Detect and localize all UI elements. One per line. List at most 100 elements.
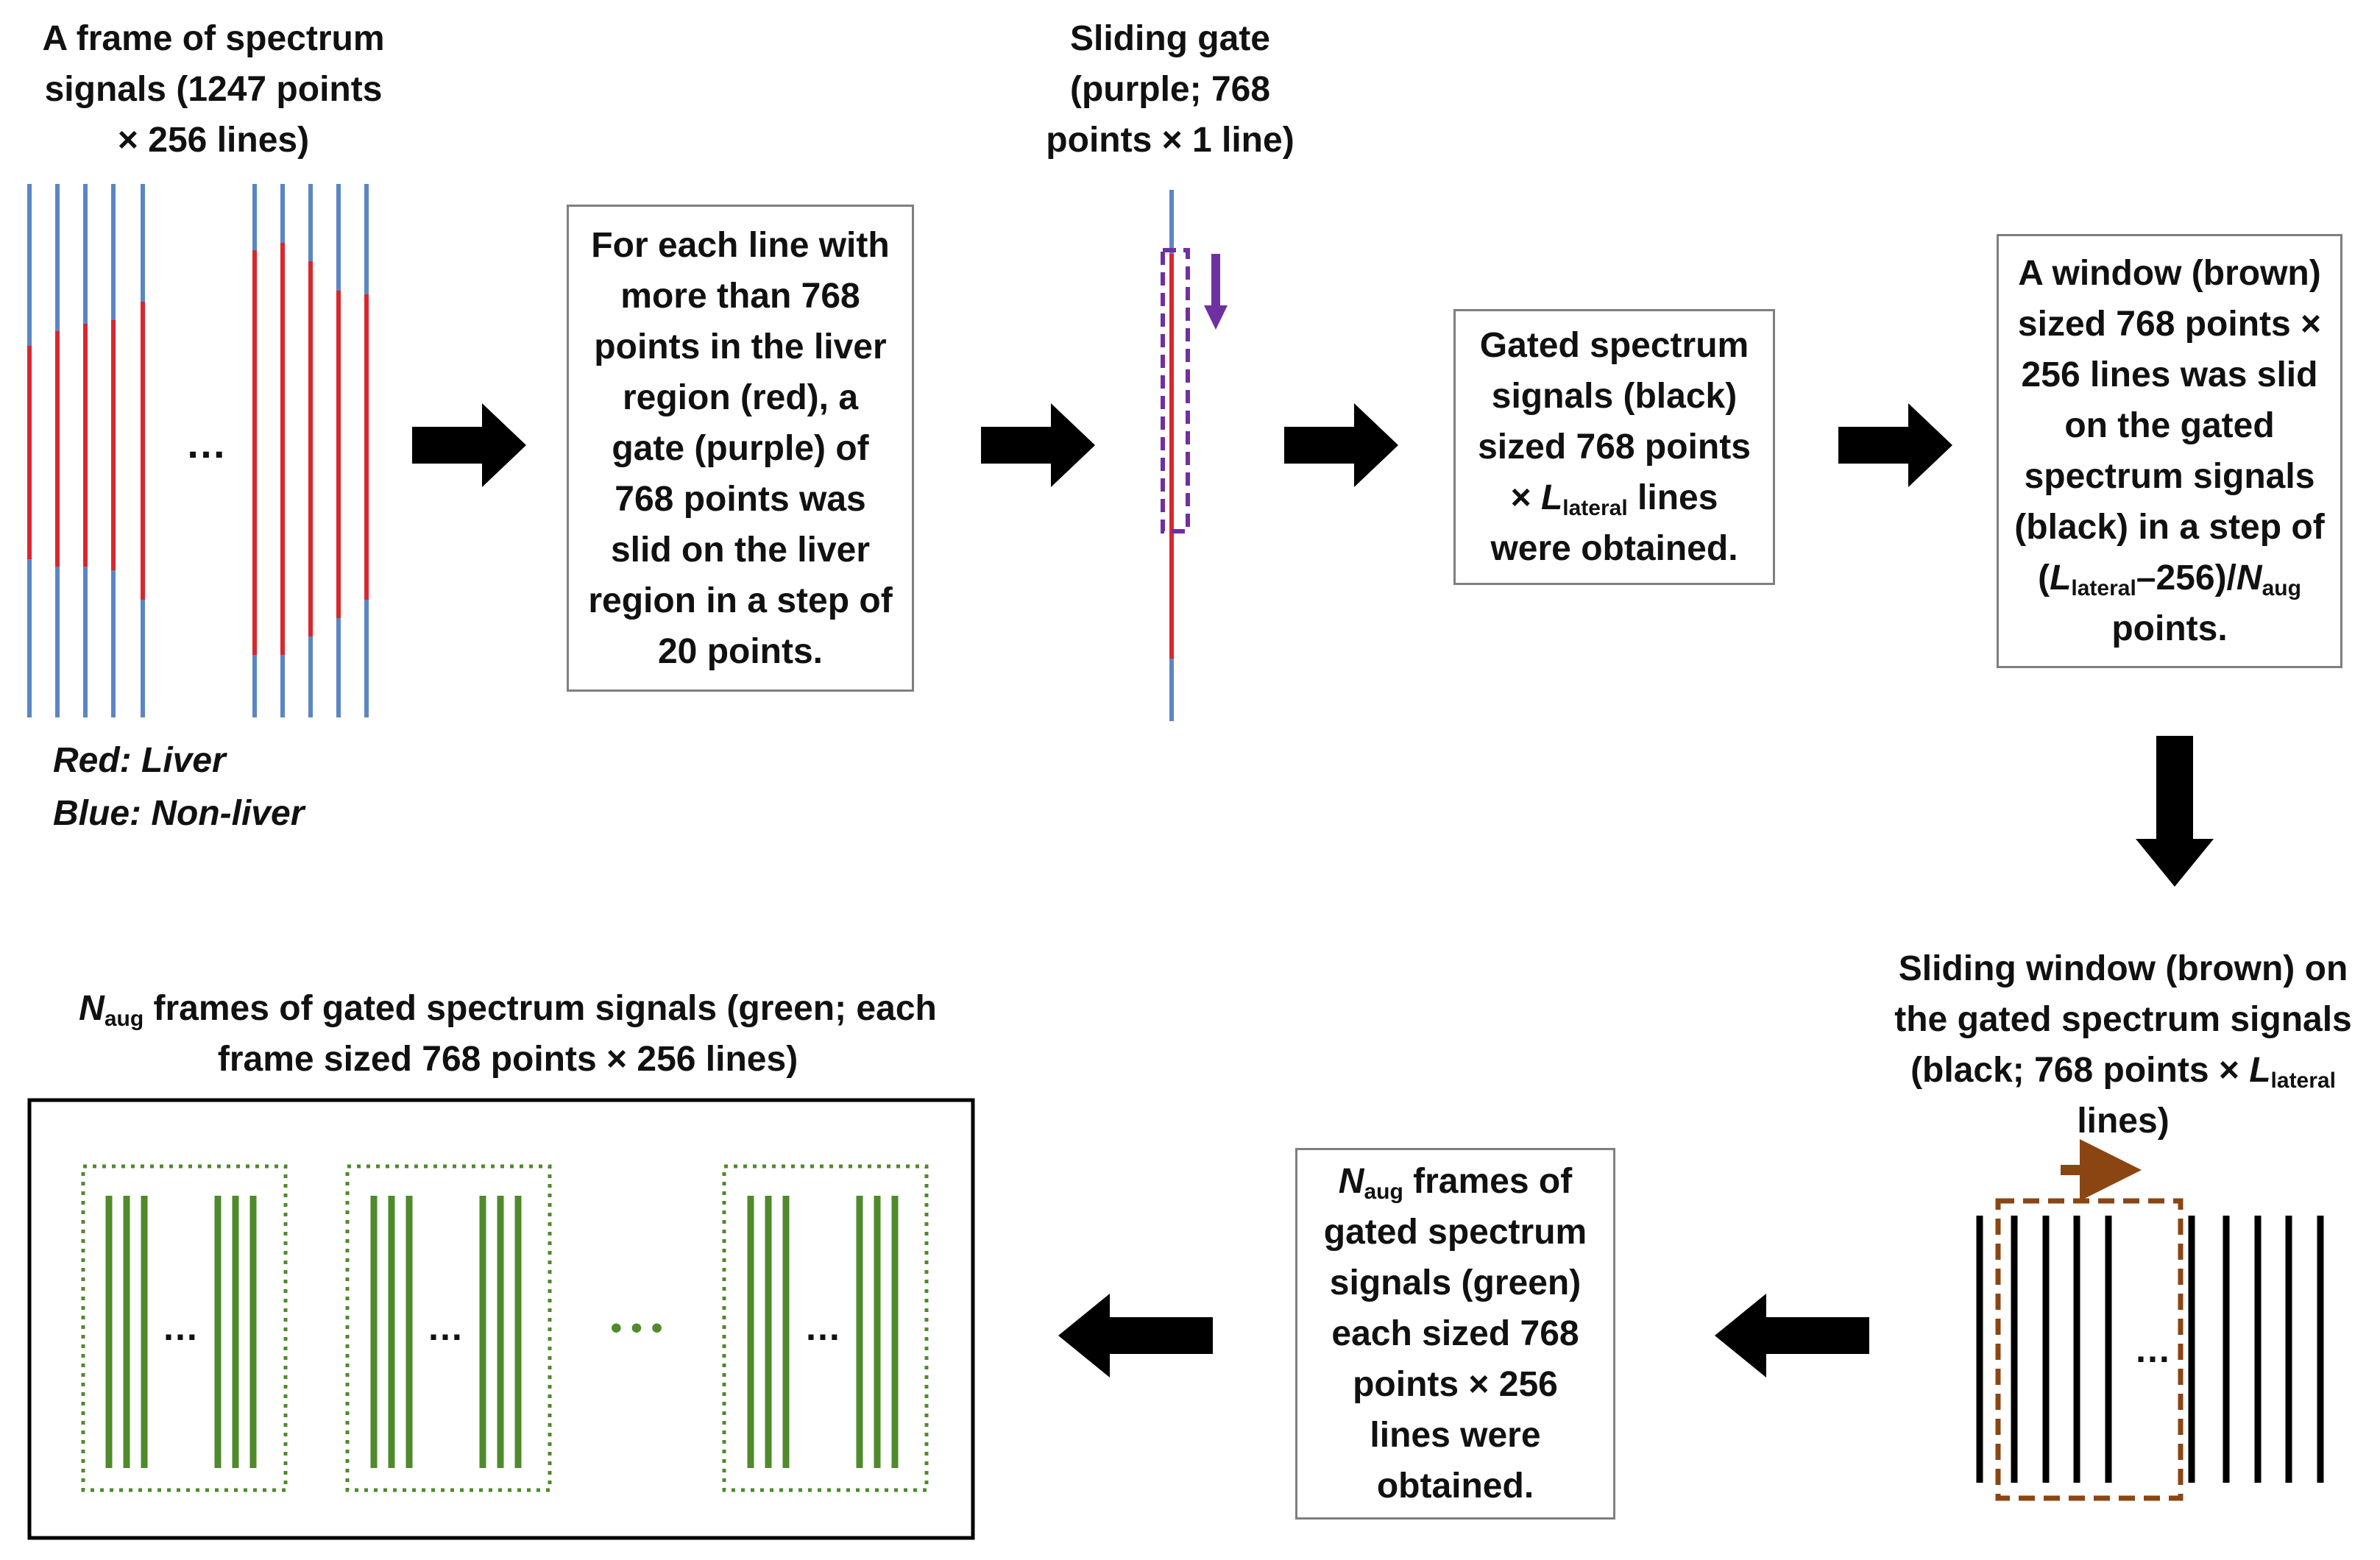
window-ellipsis: … — [2134, 1329, 2171, 1370]
title-line: A frame of spectrum — [42, 19, 385, 58]
green-frame-2 — [345, 1164, 552, 1492]
text-line: sized 768 points × — [2017, 305, 2322, 344]
gated-signals-box: Gated spectrum signals (black) sized 768… — [1453, 309, 1775, 585]
frame-ellipsis: … — [804, 1307, 841, 1348]
frames-of-word: frames of — [1413, 1162, 1573, 1201]
text-line: more than 768 — [620, 276, 860, 316]
text-line: sized 768 points — [1478, 428, 1751, 467]
text-line: Naug frames of — [1324, 1156, 1587, 1207]
down-arrow-icon — [2136, 736, 2214, 887]
title-line: (black; 768 points × Llateral — [1869, 1045, 2377, 1096]
title-line: signals (1247 points — [44, 70, 383, 109]
title-line: (purple; 768 — [1069, 70, 1271, 109]
text-line: points × 256 — [1353, 1365, 1558, 1404]
gate-description-text: For each line with more than 768 points … — [588, 220, 892, 677]
text-line: points. — [2111, 609, 2228, 648]
spectrum-frame-title: A frame of spectrum signals (1247 points… — [0, 13, 427, 166]
left-arrow-icon — [1715, 1294, 1869, 1378]
aug-subscript: aug — [104, 1007, 144, 1031]
text-line: region in a step of — [588, 581, 893, 620]
text-line: obtained. — [1376, 1467, 1534, 1506]
right-arrow-icon — [412, 403, 526, 487]
paren-open: ( — [2038, 559, 2050, 598]
brown-sliding-window — [1995, 1198, 2184, 1501]
text-line: 768 points was — [615, 479, 866, 519]
aug-subscript: aug — [2262, 576, 2301, 600]
text-line: gated spectrum — [1323, 1213, 1587, 1252]
line3-prefix: (black; 768 points × — [1910, 1051, 2239, 1090]
times-sign: × — [1510, 478, 1531, 517]
green-frame-border — [345, 1164, 552, 1492]
purple-gate-box — [1161, 248, 1190, 533]
augmented-frames-text: Naug frames of gated spectrum signals (g… — [1324, 1156, 1587, 1511]
green-frame-border — [81, 1164, 288, 1492]
title-line: points × 1 line) — [1046, 121, 1295, 160]
frame-ellipsis: … — [162, 1307, 199, 1348]
lateral-subscript: lateral — [2071, 576, 2136, 600]
text-line: points in the liver — [594, 327, 887, 366]
spectrum-frame-left-group — [27, 184, 145, 717]
sliding-gate-line — [1161, 190, 1228, 721]
aug-subscript: aug — [1364, 1180, 1403, 1204]
green-frame-1 — [81, 1164, 288, 1492]
sliding-window-title: Sliding window (brown) on the gated spec… — [1869, 943, 2377, 1146]
l-symbol: L — [2050, 559, 2072, 598]
title-line: Naug frames of gated spectrum signals (g… — [15, 983, 1001, 1034]
gated-signals-text: Gated spectrum signals (black) sized 768… — [1478, 320, 1751, 574]
text-line: signals (green) — [1329, 1263, 1582, 1302]
spectrum-frame-right-group — [252, 184, 369, 717]
title-line: the gated spectrum signals — [1894, 1000, 2352, 1039]
window-description-text: A window (brown) sized 768 points × 256 … — [2014, 248, 2324, 654]
n-symbol: N — [79, 989, 105, 1028]
lateral-subscript: lateral — [1562, 496, 1628, 520]
sliding-gate-title: Sliding gate (purple; 768 points × 1 lin… — [1016, 13, 1325, 166]
lines-word: lines — [1637, 478, 1718, 517]
frame-ellipsis: … — [185, 420, 227, 467]
right-arrow-icon — [1838, 403, 1952, 487]
left-arrow-icon — [1058, 1294, 1213, 1378]
between-frames-dots: • • • — [610, 1310, 663, 1346]
output-frames-title: Naug frames of gated spectrum signals (g… — [15, 983, 1001, 1085]
green-frame-border — [722, 1164, 929, 1492]
right-arrow-icon — [1284, 403, 1398, 487]
text-line: × Llateral lines — [1478, 472, 1751, 523]
title-line: Sliding gate — [1069, 19, 1270, 58]
frame-ellipsis: … — [427, 1307, 464, 1348]
text-line: were obtained. — [1490, 529, 1738, 568]
formula-middle: –256)/ — [2136, 559, 2236, 598]
text-line: spectrum signals — [2024, 457, 2315, 496]
text-line: (black) in a step of — [2014, 508, 2325, 547]
text-line: on the gated — [2064, 406, 2275, 445]
flow-arrows — [412, 403, 2214, 1378]
text-line: slid on the liver — [610, 530, 871, 570]
text-line: For each line with — [591, 225, 890, 265]
text-line: region (red), a — [622, 377, 859, 417]
text-line: each sized 768 — [1331, 1314, 1579, 1353]
gate-description-box: For each line with more than 768 points … — [567, 205, 914, 692]
text-line: Gated spectrum — [1479, 326, 1749, 365]
text-line: A window (brown) — [2018, 254, 2321, 293]
l-symbol: L — [1540, 478, 1563, 517]
title-suffix: frames of gated spectrum signals (green;… — [153, 989, 937, 1028]
l-symbol: L — [2249, 1051, 2271, 1090]
window-description-box: A window (brown) sized 768 points × 256 … — [1997, 234, 2342, 668]
gated-signal-lines — [1976, 1216, 2324, 1483]
title-line: Sliding window (brown) on — [1898, 949, 2348, 988]
augmented-frames-box: Naug frames of gated spectrum signals (g… — [1295, 1148, 1615, 1520]
text-line: signals (black) — [1491, 377, 1738, 416]
green-frame-3 — [722, 1164, 929, 1492]
purple-down-arrow-head — [1204, 305, 1228, 330]
legend-red-liver: Red: Liver — [53, 741, 226, 780]
legend-blue-nonliver: Blue: Non-liver — [53, 794, 305, 833]
title-line: frame sized 768 points × 256 lines) — [217, 1040, 798, 1079]
legend: Red: Liver Blue: Non-liver — [53, 734, 304, 840]
title-line: × 256 lines) — [117, 121, 310, 160]
text-line: lines were — [1370, 1416, 1541, 1455]
text-line: gate (purple) of — [612, 428, 869, 468]
text-line: 20 points. — [657, 631, 824, 671]
right-arrow-icon — [981, 403, 1095, 487]
lateral-subscript: lateral — [2270, 1068, 2336, 1093]
n-symbol: N — [2236, 559, 2262, 598]
n-symbol: N — [1338, 1162, 1364, 1201]
